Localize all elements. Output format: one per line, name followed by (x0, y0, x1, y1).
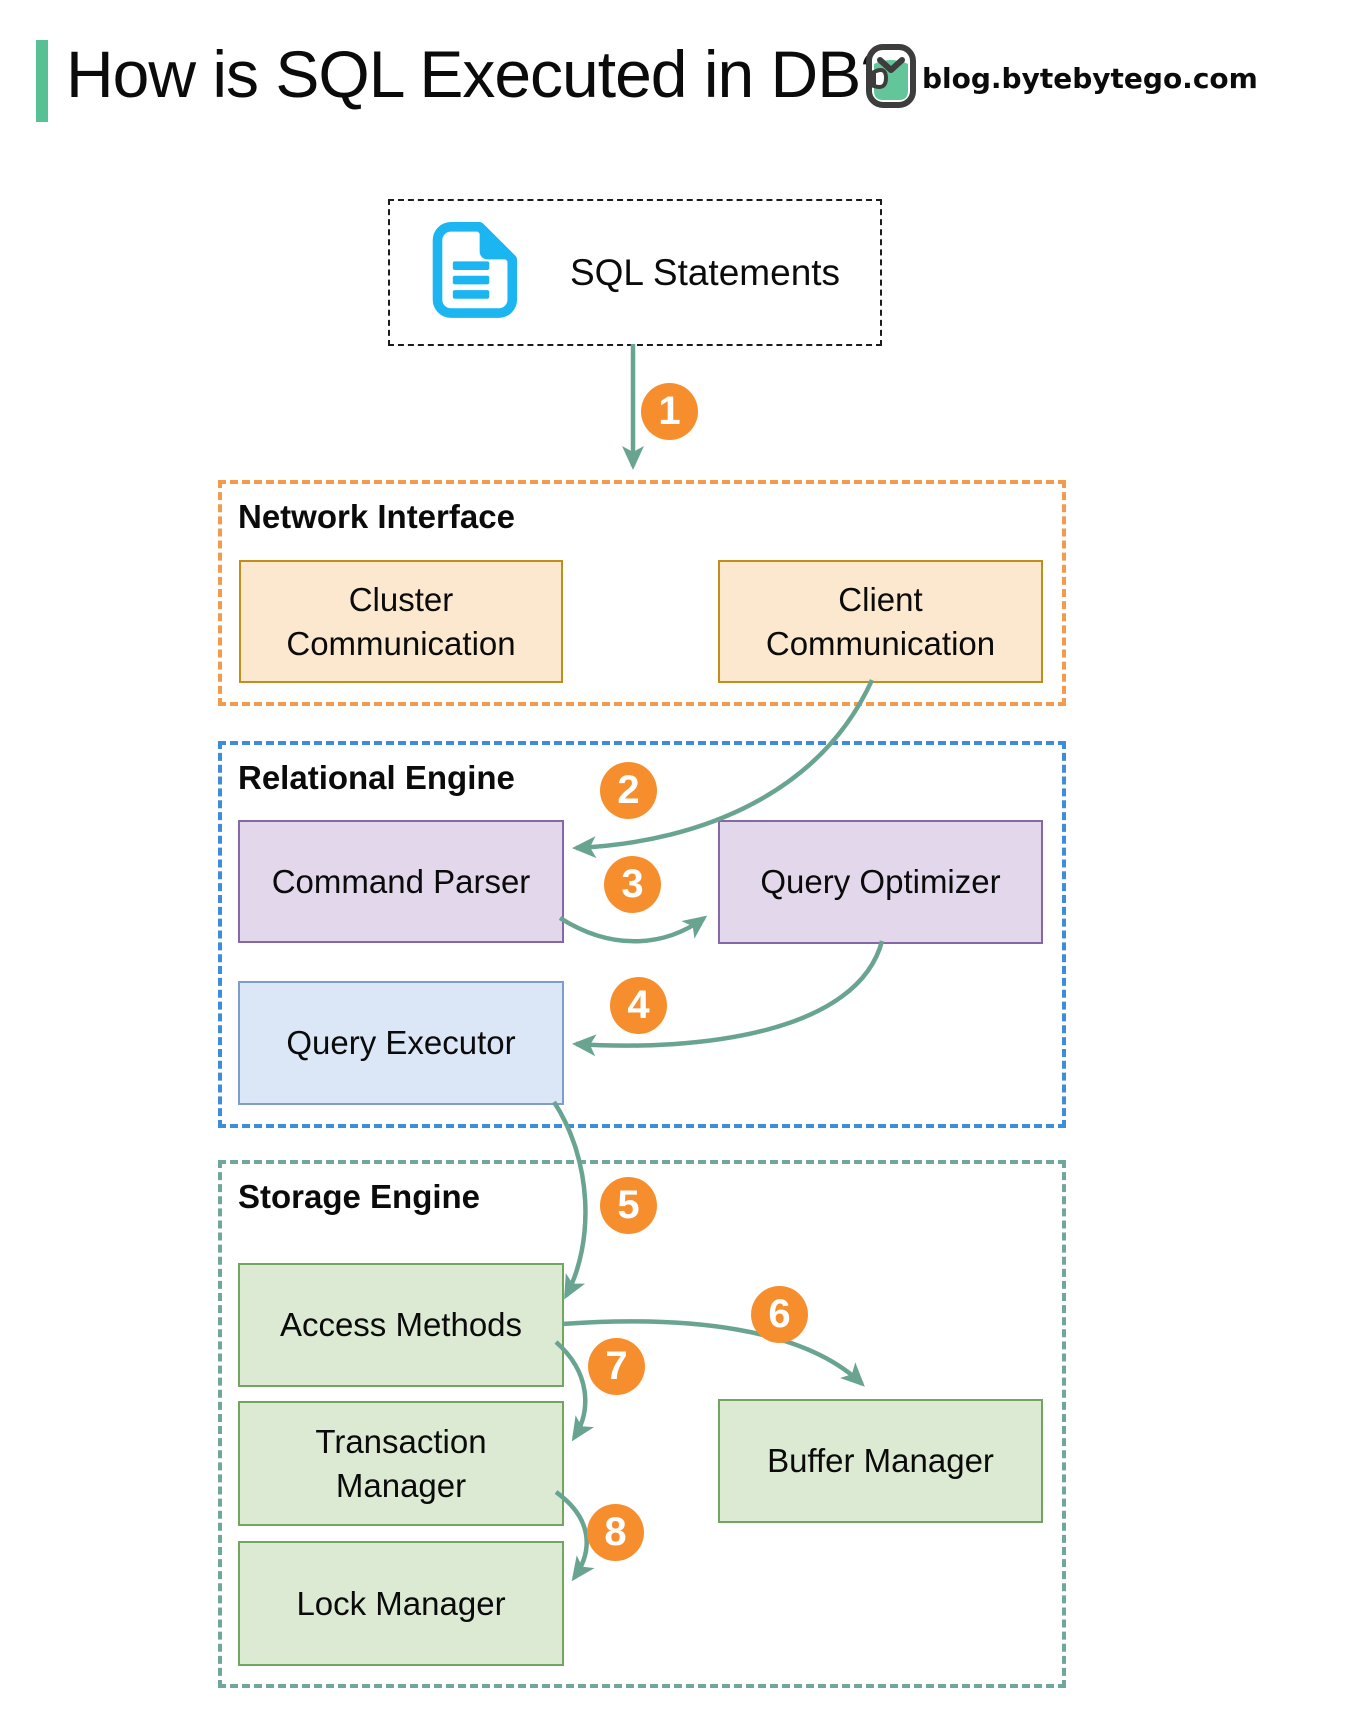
query-executor-node: Query Executor (238, 981, 564, 1105)
step-badge-6: 6 (751, 1286, 808, 1343)
step-badge-7: 7 (588, 1338, 645, 1395)
storage-engine-section: Storage Engine (218, 1160, 1066, 1688)
sql-statements-box: SQL Statements (388, 199, 882, 346)
step-badge-4: 4 (610, 977, 667, 1034)
sql-statements-label: SQL Statements (569, 251, 841, 293)
step-badge-3: 3 (604, 856, 661, 913)
query-optimizer-node: Query Optimizer (718, 820, 1043, 944)
step-badge-8: 8 (587, 1504, 644, 1561)
title-accent-bar (36, 40, 48, 122)
step-badge-2: 2 (600, 762, 657, 819)
transaction-manager-node: Transaction Manager (238, 1401, 564, 1526)
network-interface-title: Network Interface (238, 498, 515, 535)
cluster-communication-node: Cluster Communication (239, 560, 563, 683)
brand-site-text: blog.bytebytego.com (922, 62, 1258, 95)
brand: blog.bytebytego.com (866, 44, 1258, 113)
client-communication-node: Client Communication (718, 560, 1043, 683)
step-badge-1: 1 (641, 383, 698, 440)
bytebytego-logo-icon (866, 44, 916, 113)
step-badge-5: 5 (600, 1177, 657, 1234)
command-parser-node: Command Parser (238, 820, 564, 943)
lock-manager-node: Lock Manager (238, 1541, 564, 1666)
storage-engine-title: Storage Engine (238, 1178, 481, 1215)
buffer-manager-node: Buffer Manager (718, 1399, 1043, 1523)
relational-engine-title: Relational Engine (238, 759, 515, 796)
sql-document-icon (426, 219, 518, 324)
page-title: How is SQL Executed in DB? (66, 37, 897, 111)
access-methods-node: Access Methods (238, 1263, 564, 1387)
